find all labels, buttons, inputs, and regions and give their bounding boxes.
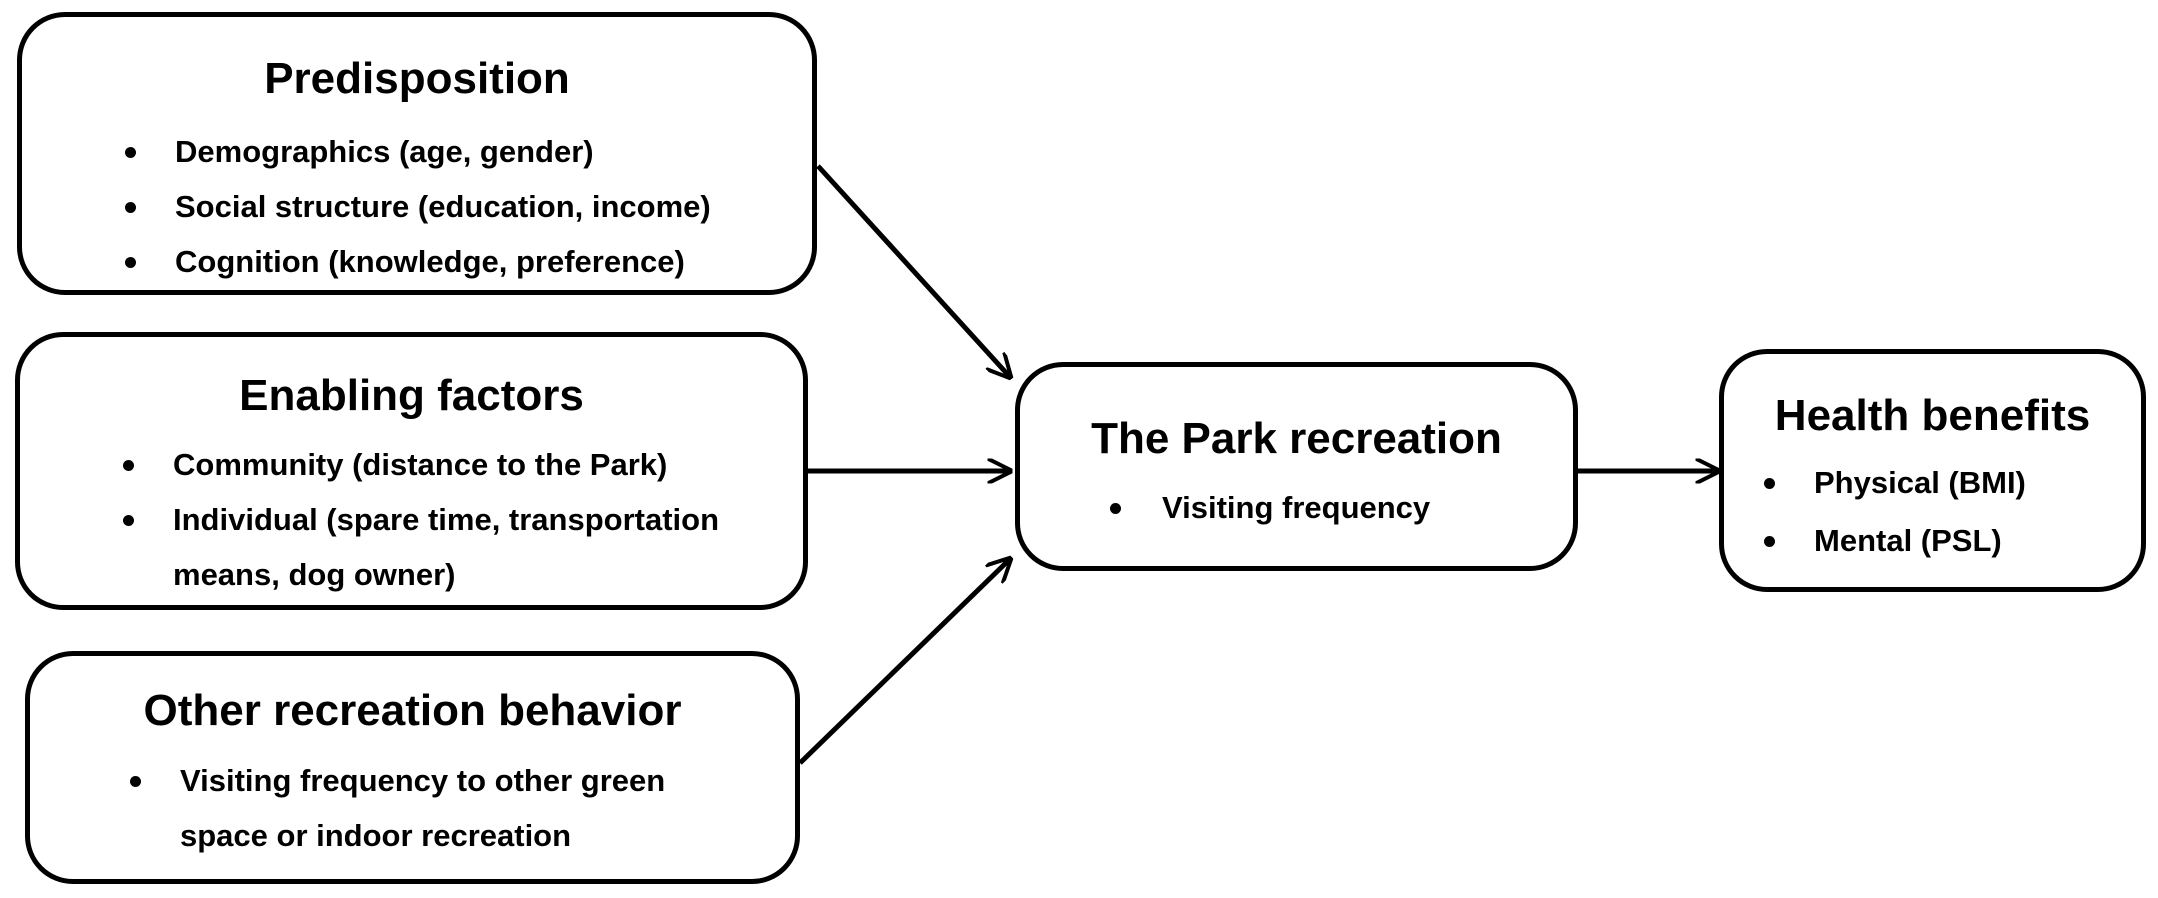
list-item-continuation: space or indoor recreation <box>180 818 572 853</box>
predisposition-list: Demographics (age, gender) Social struct… <box>22 124 812 289</box>
bullet-icon <box>1110 503 1121 514</box>
enabling-factors-box: Enabling factors Community (distance to … <box>15 332 808 610</box>
enabling-factors-title: Enabling factors <box>239 371 584 420</box>
bullet-icon <box>1764 536 1775 547</box>
list-item: Individual (spare time, transportation <box>20 492 803 547</box>
bullet-icon <box>1764 478 1775 489</box>
list-item: Visiting frequency <box>1020 480 1573 535</box>
list-item-continuation: means, dog owner) <box>173 557 456 592</box>
other-recreation-list: Visiting frequency to other green space … <box>30 753 795 863</box>
bullet-icon <box>123 515 134 526</box>
park-recreation-title: The Park recreation <box>1091 414 1502 463</box>
park-recreation-list: Visiting frequency <box>1020 480 1573 535</box>
list-item: Demographics (age, gender) <box>22 124 812 179</box>
park-recreation-box: The Park recreation Visiting frequency <box>1015 362 1578 571</box>
list-item: Visiting frequency to other green <box>30 753 795 808</box>
arrow-other-to-park <box>798 559 1010 765</box>
health-benefits-title: Health benefits <box>1774 391 2091 440</box>
list-item: Physical (BMI) <box>1724 454 2141 512</box>
other-recreation-box: Other recreation behavior Visiting frequ… <box>25 651 800 884</box>
list-item: Cognition (knowledge, preference) <box>22 234 812 289</box>
predisposition-box: Predisposition Demographics (age, gender… <box>17 12 817 295</box>
arrow-predisposition-to-park <box>816 164 1010 377</box>
bullet-icon <box>123 460 134 471</box>
bullet-icon <box>125 257 136 268</box>
health-benefits-box: Health benefits Physical (BMI) Mental (P… <box>1719 349 2146 592</box>
bullet-icon <box>125 147 136 158</box>
list-item: Social structure (education, income) <box>22 179 812 234</box>
list-item: Community (distance to the Park) <box>20 437 803 492</box>
bullet-icon <box>130 776 141 787</box>
health-benefits-list: Physical (BMI) Mental (PSL) <box>1724 454 2141 570</box>
other-recreation-title: Other recreation behavior <box>143 686 682 735</box>
list-item: Mental (PSL) <box>1724 512 2141 570</box>
enabling-factors-list-clip: Community (distance to the Park) Individ… <box>20 437 803 602</box>
predisposition-title: Predisposition <box>264 54 570 103</box>
bullet-icon <box>125 202 136 213</box>
enabling-factors-list: Community (distance to the Park) Individ… <box>20 437 803 602</box>
